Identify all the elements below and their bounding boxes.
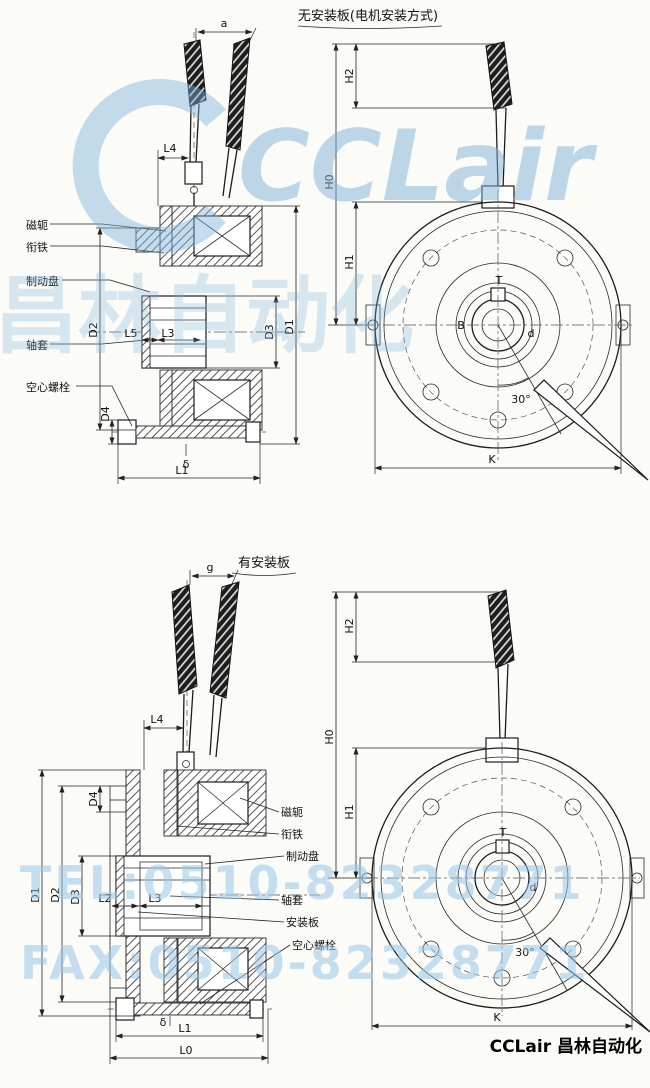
dim-H0: H0	[323, 729, 336, 744]
label-mount-plate: 安装板	[286, 915, 319, 929]
taper-key	[533, 379, 649, 481]
dim-D4: D4	[99, 406, 112, 421]
top-front-view: H2 H0 H1 T B d 30° K	[323, 41, 649, 481]
lever-grip-front	[487, 589, 515, 669]
taper-key	[539, 937, 650, 1033]
dim-L1: L1	[175, 464, 188, 477]
label-brake-disc: 制动盘	[286, 849, 319, 863]
label-armature: 衔铁	[281, 828, 303, 841]
keyway	[495, 839, 510, 854]
label-armature: 衔铁	[26, 241, 48, 254]
dim-d: d	[530, 881, 537, 894]
sleeve-section	[139, 861, 203, 931]
release-lever-left	[183, 39, 207, 206]
dim-K: K	[493, 1011, 501, 1024]
dim-L5: L5	[124, 327, 137, 340]
armature-bottom-section	[159, 369, 173, 431]
dim-H1: H1	[343, 254, 356, 269]
dim-D4: D4	[87, 791, 100, 806]
dim-D2: D2	[87, 322, 100, 337]
dim-L4: L4	[163, 142, 176, 155]
top-section-view: a L4	[26, 17, 305, 484]
label-hollow-bolt: 空心螺栓	[292, 938, 336, 952]
hollow-bolt-section	[117, 419, 261, 445]
footer-brand: CCLair 昌林自动化	[489, 1037, 642, 1057]
dim-L3: L3	[161, 327, 174, 340]
bottom-section-view: g L4	[29, 561, 336, 1064]
label-yoke: 磁轭	[281, 805, 303, 819]
lever-grip	[225, 37, 251, 151]
dim-delta: δ	[183, 458, 190, 471]
dim-L1: L1	[178, 1022, 191, 1035]
armature-top-section	[159, 205, 173, 267]
label-yoke: 磁轭	[26, 218, 48, 232]
dim-angle-30: 30°	[515, 946, 535, 959]
dim-T: T	[499, 826, 507, 839]
dim-K: K	[488, 453, 496, 466]
dim-a: a	[221, 17, 228, 30]
hub-flange-top	[135, 227, 161, 253]
dim-T: T	[495, 274, 503, 287]
watermark-brand: CCLair	[238, 110, 598, 224]
release-lever-right	[222, 37, 251, 199]
label-brake-disc: 制动盘	[26, 274, 59, 288]
label-hollow-bolt: 空心螺栓	[26, 380, 70, 394]
dim-D3: D3	[69, 889, 82, 904]
bottom-drawing: 有安装板 g	[29, 556, 650, 1064]
dim-D1: D1	[29, 887, 42, 902]
dim-g: g	[207, 561, 214, 574]
lever-grip-front	[485, 41, 513, 111]
label-sleeve: 轴套	[281, 893, 303, 907]
label-sleeve: 轴套	[26, 338, 48, 352]
dim-angle-30: 30°	[511, 393, 531, 406]
lever-grip	[183, 39, 207, 107]
dim-D1: D1	[283, 319, 296, 334]
bottom-title: 有安装板	[238, 556, 290, 571]
watermark-brand-cn: 昌林自动化	[0, 267, 414, 365]
dim-B: B	[457, 319, 465, 332]
dim-H2: H2	[343, 68, 356, 83]
bottom-front-view: H2 H0 H1 T d 30° K	[323, 589, 650, 1033]
dim-D2: D2	[49, 887, 62, 902]
dim-H2: H2	[343, 618, 356, 633]
dim-H1: H1	[343, 804, 356, 819]
dim-d: d	[528, 327, 535, 340]
dim-L0: L0	[179, 1044, 192, 1057]
dim-H0: H0	[323, 174, 336, 189]
armature-bottom-section	[163, 937, 178, 1003]
disc-stack	[115, 855, 211, 937]
hollow-bolt-section	[115, 997, 264, 1021]
bottom-title-underline	[231, 572, 297, 576]
dim-delta: δ	[160, 1016, 167, 1029]
release-lever-right	[209, 581, 240, 758]
top-drawing: 无安装板(电机安装方式)	[26, 8, 649, 484]
release-lever-left	[171, 584, 198, 773]
top-title: 无安装板(电机安装方式)	[298, 8, 438, 24]
armature-top-section	[163, 769, 178, 837]
dim-L3: L3	[148, 892, 161, 905]
top-title-underline	[297, 25, 443, 29]
dim-L4: L4	[150, 713, 163, 726]
dim-D3: D3	[263, 324, 276, 339]
dim-L2: L2	[98, 892, 111, 905]
